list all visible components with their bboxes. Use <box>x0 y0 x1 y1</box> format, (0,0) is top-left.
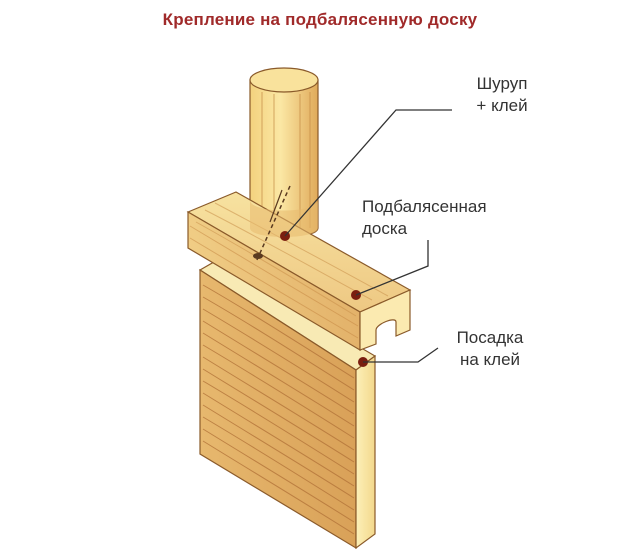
lower-panel-front-edge <box>355 354 376 550</box>
sub-baluster-board <box>186 191 412 352</box>
label-screw-glue: Шуруп + клей <box>476 74 528 115</box>
leader-board <box>355 240 429 296</box>
label-glue-fit: Посадка на клей <box>456 328 524 369</box>
leader-lines <box>284 109 452 363</box>
leader-screw <box>284 109 452 237</box>
lower-panel-grain <box>202 284 355 535</box>
diagram-title: Крепление на подбалясенную доску <box>162 10 478 29</box>
lower-panel <box>198 261 377 550</box>
label-sub-baluster-board: Подбалясенная доска <box>362 197 487 238</box>
leader-fit <box>363 347 439 363</box>
board-end-profile <box>359 289 411 351</box>
